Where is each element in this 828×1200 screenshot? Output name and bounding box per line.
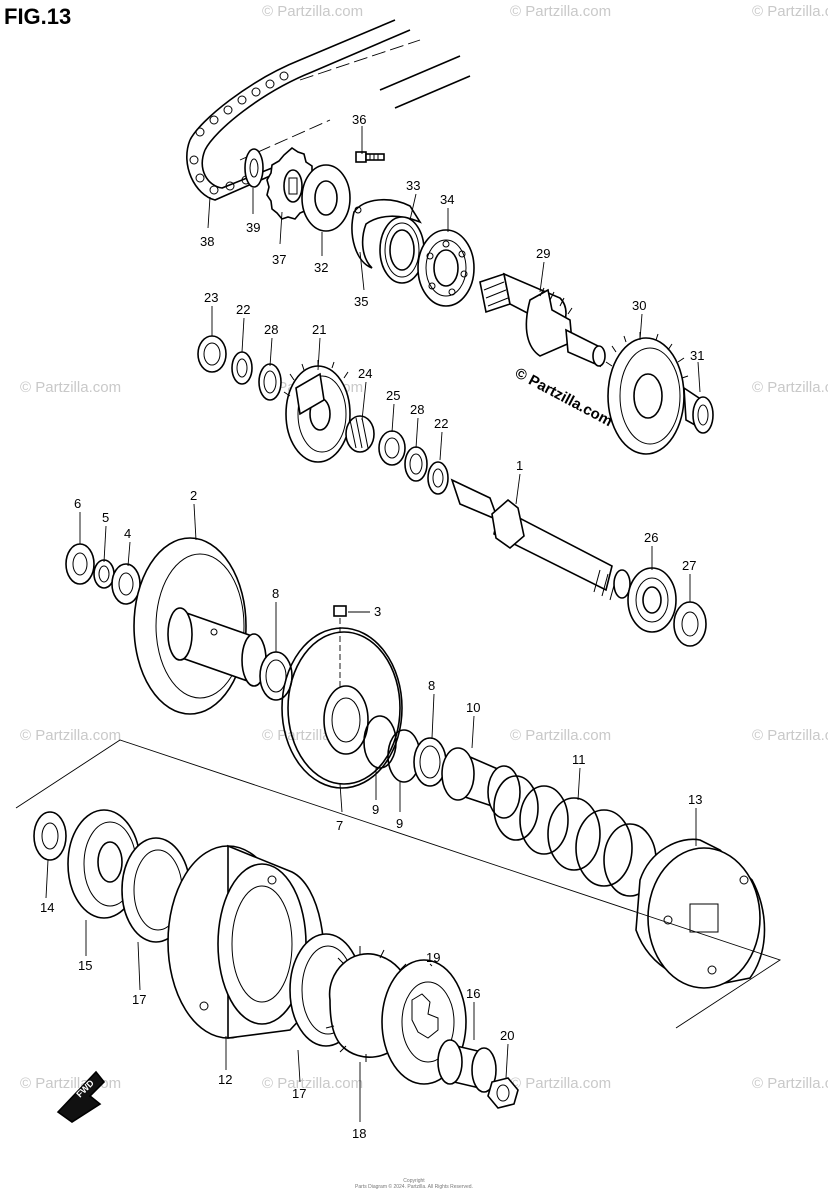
drive-chain (186, 19, 471, 201)
callout-38[interactable]: 38 (200, 234, 214, 249)
part-washer (231, 351, 253, 385)
callout-17b[interactable]: 17 (292, 1086, 306, 1101)
watermark: © Partzilla.com (510, 727, 611, 744)
part-lock-washer (244, 148, 264, 188)
part-o-ring-2 (323, 685, 421, 783)
part-counter-shaft (683, 386, 714, 434)
part-clutch-housing (635, 838, 766, 989)
watermark: © Partzilla.com (752, 379, 828, 396)
leader-lines (45, 126, 701, 1122)
callout-12[interactable]: 12 (218, 1072, 232, 1087)
callout-23[interactable]: 23 (204, 290, 218, 305)
part-oil-seal (379, 216, 425, 284)
part-ball-bearing-3 (111, 563, 141, 605)
part-spring-seat (441, 747, 521, 819)
callout-33[interactable]: 33 (406, 178, 420, 193)
callout-10[interactable]: 10 (466, 700, 480, 715)
clutch-group-outline (15, 739, 782, 1029)
part-bolt (355, 151, 385, 163)
callout-37[interactable]: 37 (272, 252, 286, 267)
callout-9a[interactable]: 9 (372, 802, 379, 817)
callout-8b[interactable]: 8 (428, 678, 435, 693)
callout-1[interactable]: 1 (516, 458, 523, 473)
callout-36[interactable]: 36 (352, 112, 366, 127)
part-driven-spring (493, 775, 657, 897)
callout-4[interactable]: 4 (124, 526, 131, 541)
part-circlip (258, 363, 282, 401)
part-circlip-3 (93, 559, 115, 589)
callout-15[interactable]: 15 (78, 958, 92, 973)
callout-22b[interactable]: 22 (434, 416, 448, 431)
part-clutch-nut (33, 811, 67, 861)
part-guide-pin (333, 605, 347, 690)
callout-20[interactable]: 20 (500, 1028, 514, 1043)
part-ball-bearing-2 (627, 567, 677, 633)
part-needle-bearing-2 (345, 415, 375, 453)
callout-35[interactable]: 35 (354, 294, 368, 309)
callout-13[interactable]: 13 (688, 792, 702, 807)
part-roller-bearing (437, 1039, 497, 1093)
part-thrust-washer (301, 164, 351, 232)
watermark: © Partzilla.com (510, 3, 611, 20)
callout-30[interactable]: 30 (632, 298, 646, 313)
part-circlip-2 (404, 446, 428, 482)
callout-22a[interactable]: 22 (236, 302, 250, 317)
callout-39[interactable]: 39 (246, 220, 260, 235)
watermark: © Partzilla.com (20, 379, 121, 396)
callout-31[interactable]: 31 (690, 348, 704, 363)
callout-8a[interactable]: 8 (272, 586, 279, 601)
callout-11[interactable]: 11 (572, 752, 586, 767)
callout-27[interactable]: 27 (682, 558, 696, 573)
callout-25[interactable]: 25 (386, 388, 400, 403)
part-oil-seal-2 (673, 601, 707, 647)
callout-34[interactable]: 34 (440, 192, 454, 207)
watermark: © Partzilla.com (20, 1075, 121, 1092)
watermark: © Partzilla.com (510, 1075, 611, 1092)
figure-title: FIG.13 (4, 4, 72, 29)
callout-9b[interactable]: 9 (396, 816, 403, 831)
watermark: © Partzilla.com (20, 727, 121, 744)
part-needle-bearing-4 (413, 737, 447, 787)
callout-18[interactable]: 18 (352, 1126, 366, 1141)
part-bushing (378, 430, 406, 466)
callout-24[interactable]: 24 (358, 366, 372, 381)
callout-17a[interactable]: 17 (132, 992, 146, 1007)
part-primary-shaft (450, 478, 631, 601)
footer-copyright: Copyright Parts Diagram © 2024. Partzill… (0, 1178, 828, 1190)
footer-line-1: Copyright (403, 1178, 425, 1184)
callout-5[interactable]: 5 (102, 510, 109, 525)
callout-28b[interactable]: 28 (410, 402, 424, 417)
part-final-gear (605, 332, 689, 455)
part-washer-2 (427, 461, 449, 495)
callout-19[interactable]: 19 (426, 950, 440, 965)
callout-6[interactable]: 6 (74, 496, 81, 511)
part-o-ring (281, 627, 403, 789)
part-hex-nut (487, 1077, 519, 1109)
callout-26[interactable]: 26 (644, 530, 658, 545)
watermark: © Partzilla.com (752, 1075, 828, 1092)
watermark: © Partzilla.com (262, 3, 363, 20)
callout-29[interactable]: 29 (536, 246, 550, 261)
part-driven-gear (283, 360, 351, 463)
part-ball-bearing (417, 229, 475, 307)
part-drive-shaft (479, 272, 606, 368)
watermark: © Partzilla.com (262, 1075, 363, 1092)
partzilla-watermark: © Partzilla.com (512, 365, 615, 431)
callout-32[interactable]: 32 (314, 260, 328, 275)
part-needle-bearing (197, 335, 227, 373)
footer-line-2: Parts Diagram © 2024. Partzilla. All Rig… (355, 1184, 473, 1190)
callout-21[interactable]: 21 (312, 322, 326, 337)
callout-28a[interactable]: 28 (264, 322, 278, 337)
callout-14[interactable]: 14 (40, 900, 54, 915)
watermark: © Partzilla.com (752, 3, 828, 20)
callout-labels: 38 39 37 32 36 33 34 35 29 30 31 23 22 2… (40, 112, 704, 1141)
part-movable-driven-face (133, 537, 267, 715)
callout-7[interactable]: 7 (336, 818, 343, 833)
part-oil-seal-3 (65, 543, 95, 585)
callout-16[interactable]: 16 (466, 986, 480, 1001)
callout-3[interactable]: 3 (374, 604, 381, 619)
callout-2[interactable]: 2 (190, 488, 197, 503)
watermark: © Partzilla.com (752, 727, 828, 744)
